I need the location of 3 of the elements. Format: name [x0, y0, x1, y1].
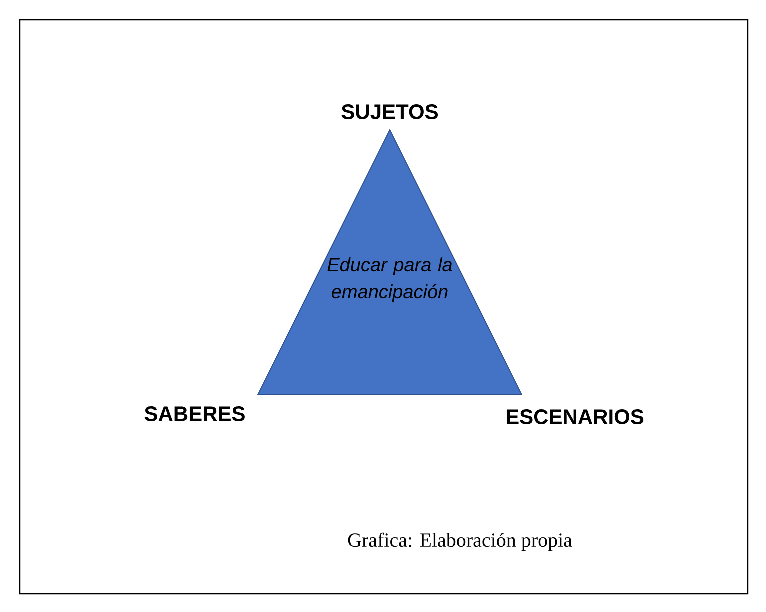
vertex-label: SABERES — [144, 406, 245, 422]
caption: Grafica: Elaboración propia — [348, 532, 572, 552]
vertex-label: ESCENARIOS — [506, 410, 644, 424]
